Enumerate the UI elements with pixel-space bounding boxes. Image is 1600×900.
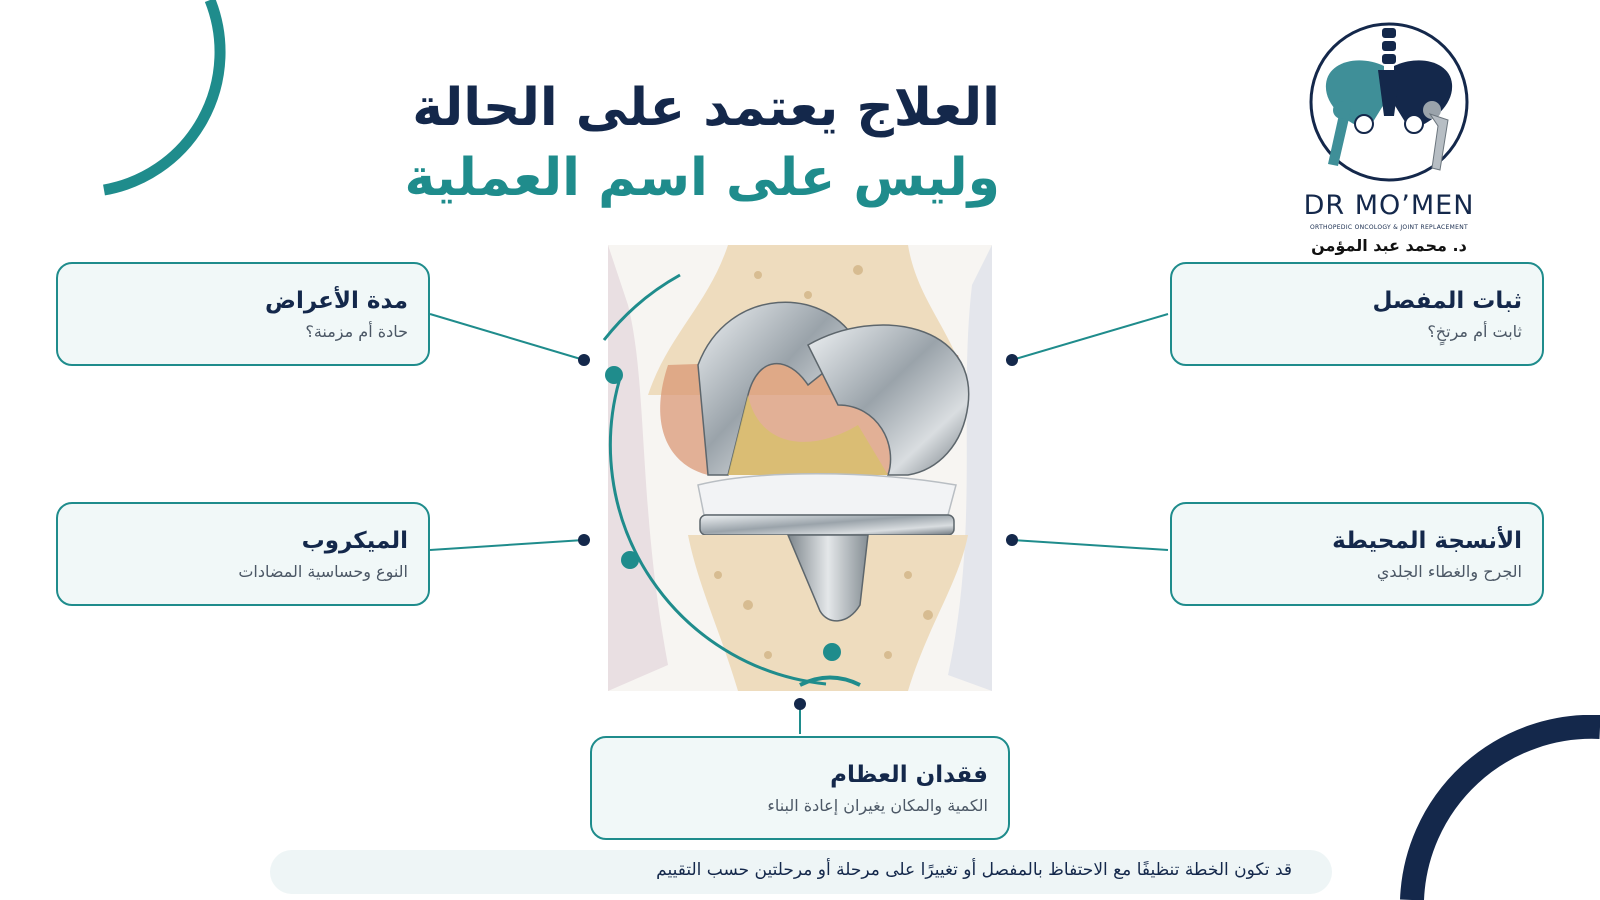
logo-arabic-name: د. محمد عبد المؤمن: [1311, 236, 1467, 255]
card-symptoms-duration: مدة الأعراض حادة أم مزمنة؟: [56, 262, 430, 366]
card-title: الميكروب: [301, 528, 408, 554]
card-title: مدة الأعراض: [265, 288, 408, 314]
card-subtitle: الجرح والغطاء الجلدي: [1376, 562, 1522, 581]
card-subtitle: الكمية والمكان يغيران إعادة البناء: [767, 796, 988, 815]
card-subtitle: ثابت أم مرتخٍ؟: [1427, 322, 1522, 341]
card-bone-loss: فقدان العظام الكمية والمكان يغيران إعادة…: [590, 736, 1010, 840]
card-microbe: الميكروب النوع وحساسية المضادات: [56, 502, 430, 606]
card-subtitle: حادة أم مزمنة؟: [305, 322, 408, 341]
knee-implant-illustration: [608, 245, 992, 691]
card-subtitle: النوع وحساسية المضادات: [238, 562, 408, 581]
card-joint-stability: ثبات المفصل ثابت أم مرتخٍ؟: [1170, 262, 1544, 366]
logo-subtitle: ORTHOPEDIC ONCOLOGY & JOINT REPLACEMENT: [1310, 224, 1468, 231]
decorative-arc-top-left: [103, 0, 226, 196]
page-title-line-1: العلاج يعتمد على الحالة: [412, 78, 1000, 138]
footer-note: قد تكون الخطة تنظيفًا مع الاحتفاظ بالمفص…: [270, 850, 1332, 894]
logo: DR MO’MEN ORTHOPEDIC ONCOLOGY & JOINT RE…: [1278, 14, 1500, 264]
pelvis-hip-implant-icon: [1309, 22, 1469, 182]
card-title: فقدان العظام: [830, 762, 988, 788]
card-title: ثبات المفصل: [1372, 288, 1522, 314]
decorative-arc-bottom-right: [1400, 715, 1600, 900]
logo-brand: DR MO’MEN: [1303, 190, 1475, 221]
card-surrounding-tissue: الأنسجة المحيطة الجرح والغطاء الجلدي: [1170, 502, 1544, 606]
card-title: الأنسجة المحيطة: [1332, 528, 1522, 554]
page-title-line-2: وليس على اسم العملية: [404, 148, 1000, 208]
